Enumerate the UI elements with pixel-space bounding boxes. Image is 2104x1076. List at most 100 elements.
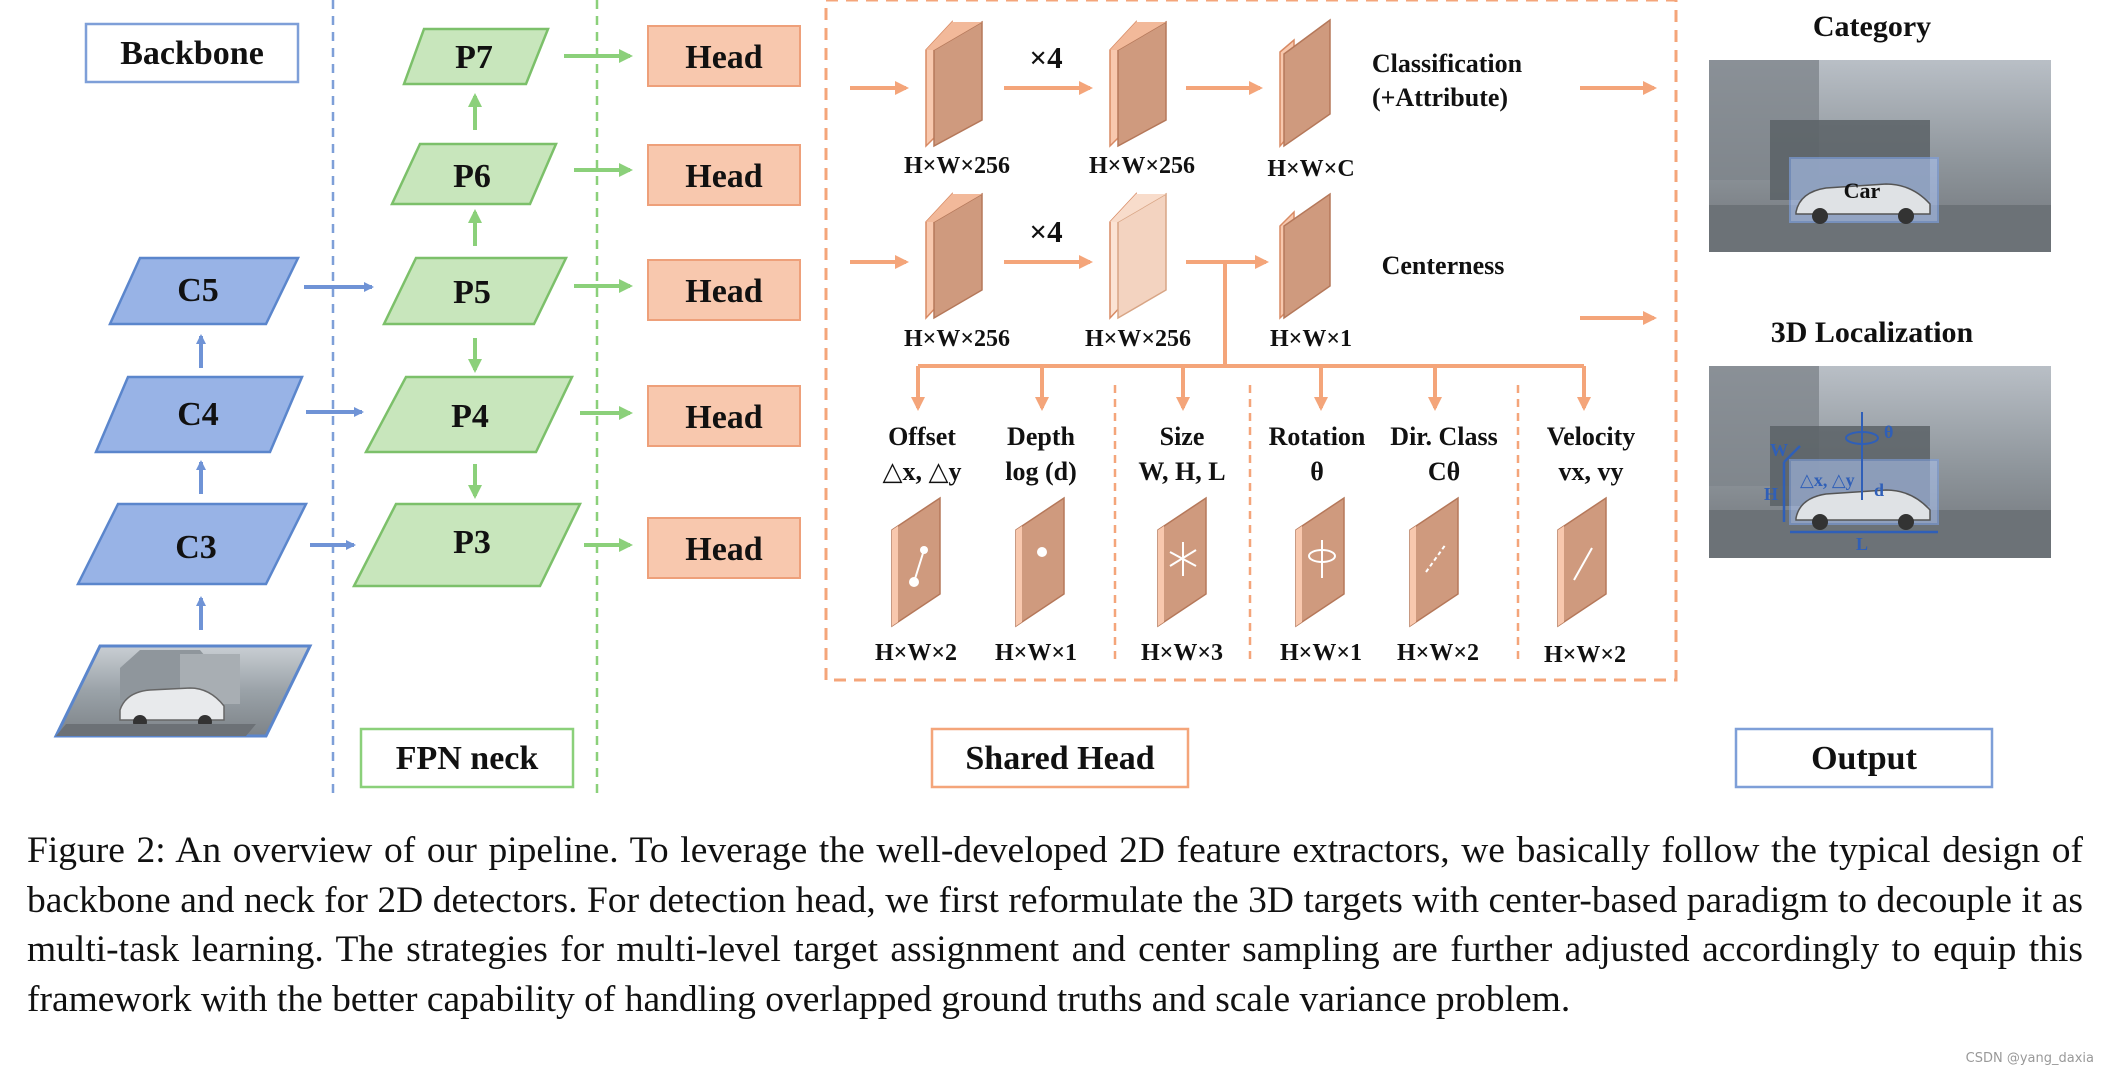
output-label: Output	[1811, 740, 1917, 777]
backbone-label-box: Backbone	[84, 22, 300, 84]
fpn-p3: P3	[351, 502, 583, 588]
branch-name: Dir. Class	[1390, 422, 1497, 451]
branch-slab-depth	[1015, 496, 1065, 628]
cls-label-1: Classification	[1372, 49, 1523, 78]
branch-sub: vx, vy	[1559, 457, 1624, 486]
branch-offset: Offset △x, △y H×W×2	[875, 422, 962, 666]
input-image	[53, 644, 313, 738]
c3-label: C3	[175, 529, 217, 566]
loc-label-w: W	[1770, 440, 1788, 460]
repeat-label-ctr: ×4	[1029, 214, 1062, 249]
dim-cls-1: H×W×256	[904, 153, 1010, 179]
output-category-title: Category	[1813, 10, 1931, 43]
branch-dim: H×W×2	[875, 640, 957, 666]
branch-dim: H×W×1	[1280, 640, 1362, 666]
output-localization-title: 3D Localization	[1771, 316, 1974, 349]
feature-map-ctr-1	[925, 192, 983, 320]
feature-map-cls-2	[1109, 20, 1167, 148]
fpn-p6: P6	[390, 142, 558, 206]
branch-slab-rotation	[1295, 496, 1345, 628]
head-label: Head	[685, 158, 763, 195]
pipeline-diagram: Backbone FPN neck Shared Head Output C5 …	[53, 0, 2051, 795]
output-label-box: Output	[1734, 727, 1994, 789]
head-p7: Head	[647, 25, 801, 87]
dim-cls-3: H×W×C	[1267, 156, 1354, 182]
branch-dim: H×W×2	[1397, 640, 1479, 666]
branch-size: Size W, H, L H×W×3	[1138, 422, 1225, 666]
watermark: CSDN @yang_daxia	[1965, 1051, 2094, 1066]
branch-sub: log (d)	[1005, 457, 1077, 486]
branch-name: Velocity	[1547, 422, 1636, 451]
p3-label: P3	[453, 524, 491, 561]
backbone-c5: C5	[108, 256, 300, 326]
backbone-c4: C4	[94, 375, 304, 454]
feature-map-ctr-3	[1279, 192, 1331, 320]
branch-sub: △x, △y	[883, 457, 962, 486]
head-label: Head	[685, 39, 763, 76]
branch-slab-offset	[891, 496, 941, 628]
branch-name: Size	[1160, 422, 1205, 451]
repeat-label-cls: ×4	[1029, 40, 1062, 75]
branch-name: Depth	[1007, 422, 1075, 451]
branch-sub: Cθ	[1428, 457, 1460, 486]
dim-cls-2: H×W×256	[1089, 153, 1195, 179]
figure-caption: Figure 2: An overview of our pipeline. T…	[27, 830, 2083, 1020]
dim-ctr-2: H×W×256	[1085, 326, 1191, 352]
branch-sub: W, H, L	[1138, 457, 1225, 486]
branch-name: Rotation	[1269, 422, 1366, 451]
shared-head-flow	[850, 81, 1657, 665]
fpn-arrows	[468, 49, 633, 552]
feature-map-ctr-2	[1109, 192, 1167, 320]
branch-slab-size	[1157, 496, 1207, 628]
fpn-p5: P5	[382, 256, 568, 326]
loc-label-offset: △x, △y	[1800, 470, 1855, 490]
shared-head-label: Shared Head	[965, 740, 1154, 777]
loc-label-theta: θ	[1884, 422, 1893, 442]
branch-depth: Depth log (d) H×W×1	[995, 422, 1077, 666]
feature-map-cls-3	[1279, 18, 1331, 148]
loc-label-l: L	[1856, 534, 1868, 554]
branch-dim: H×W×1	[995, 640, 1077, 666]
head-p4: Head	[647, 385, 801, 447]
backbone-label: Backbone	[120, 35, 264, 72]
p4-label: P4	[451, 398, 489, 435]
c4-label: C4	[177, 396, 219, 433]
ctr-label: Centerness	[1382, 251, 1505, 280]
branch-dirclass: Dir. Class Cθ H×W×2	[1390, 422, 1497, 666]
fpn-p4: P4	[363, 375, 574, 454]
head-label: Head	[685, 273, 763, 310]
branch-dim: H×W×3	[1141, 640, 1223, 666]
cls-label-2: (+Attribute)	[1372, 83, 1508, 112]
c5-label: C5	[177, 272, 219, 309]
branch-dim: H×W×2	[1544, 642, 1626, 668]
p7-label: P7	[455, 39, 493, 76]
loc-label-h: H	[1764, 484, 1778, 504]
dim-ctr-3: H×W×1	[1270, 326, 1352, 352]
neck-label-box: FPN neck	[359, 727, 575, 789]
backbone-arrows	[196, 282, 374, 630]
head-p6: Head	[647, 144, 801, 206]
neck-label: FPN neck	[396, 740, 539, 777]
head-p5: Head	[647, 259, 801, 321]
shared-head-label-box: Shared Head	[930, 727, 1190, 789]
p6-label: P6	[453, 158, 491, 195]
branch-slab-dirclass	[1409, 496, 1459, 628]
branch-velocity: Velocity vx, vy H×W×2	[1544, 422, 1635, 668]
p5-label: P5	[453, 274, 491, 311]
branch-sub: θ	[1310, 457, 1324, 486]
loc-label-d: d	[1874, 480, 1884, 500]
feature-map-cls-1	[925, 20, 983, 148]
head-label: Head	[685, 531, 763, 568]
backbone-c3: C3	[75, 502, 309, 586]
shared-head-region	[824, 0, 1678, 682]
branch-rotation: Rotation θ H×W×1	[1269, 422, 1366, 666]
head-label: Head	[685, 399, 763, 436]
car-label: Car	[1844, 178, 1881, 203]
head-p3: Head	[647, 517, 801, 579]
fpn-p7: P7	[402, 27, 550, 86]
output-category-image: Car	[1709, 60, 2051, 252]
branch-slab-velocity	[1557, 496, 1607, 628]
output-localization-image: W H L △x, △y d θ	[1709, 366, 2051, 558]
branch-name: Offset	[888, 422, 956, 451]
dim-ctr-1: H×W×256	[904, 326, 1010, 352]
